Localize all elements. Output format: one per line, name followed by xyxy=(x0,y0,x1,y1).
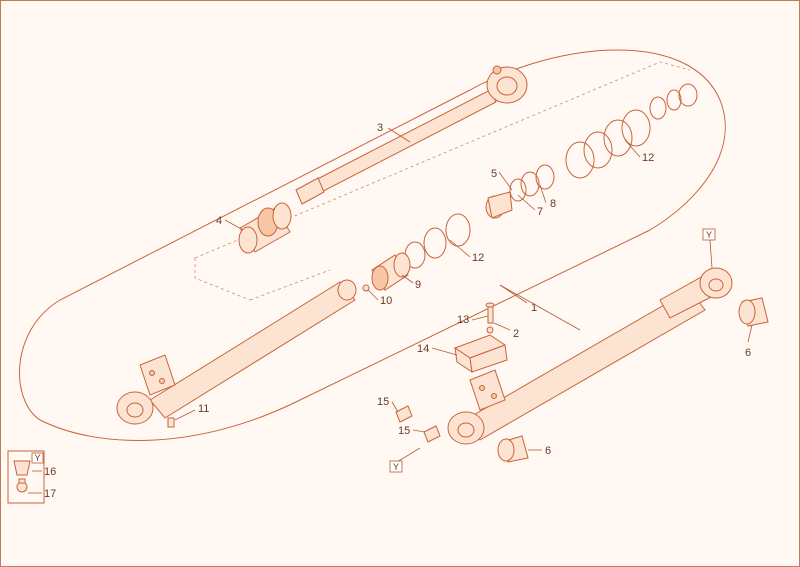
callout-14: 14 xyxy=(417,343,429,355)
callout-2: 2 xyxy=(513,328,519,340)
piston-nut xyxy=(371,252,411,291)
callout-1: 1 xyxy=(531,302,537,314)
cup-icon xyxy=(13,460,31,476)
callout-6-lower: 6 xyxy=(545,445,551,457)
view-marker-y-top: Y xyxy=(702,228,716,241)
gland-bushing xyxy=(485,164,555,219)
set-screw xyxy=(362,284,370,292)
piston-head xyxy=(238,202,292,254)
svg-text:Y: Y xyxy=(35,453,41,463)
callout-12-upper: 12 xyxy=(642,152,654,164)
callout-8: 8 xyxy=(550,198,556,210)
callout-4: 4 xyxy=(216,215,222,227)
callout-12-lower: 12 xyxy=(472,252,484,264)
bushing-6-right xyxy=(738,297,769,327)
cylinder-assembled-right xyxy=(447,267,733,445)
leader-lines xyxy=(28,127,753,494)
callout-10: 10 xyxy=(380,295,392,307)
callout-6-right: 6 xyxy=(745,347,751,359)
seal-rings-lower xyxy=(404,213,471,269)
callout-13: 13 xyxy=(457,314,469,326)
seal-rings-upper xyxy=(565,83,698,179)
fitting-15-lower xyxy=(423,425,441,443)
callout-15-lower: 15 xyxy=(398,425,410,437)
callout-11: 11 xyxy=(198,403,209,415)
callout-15-upper: 15 xyxy=(377,396,389,408)
bushing-6-lower xyxy=(497,435,529,463)
view-marker-y-legend: Y xyxy=(31,452,44,464)
callout-16: 16 xyxy=(44,466,56,478)
callout-3: 3 xyxy=(377,122,383,134)
assembly-group-outline xyxy=(19,49,726,441)
svg-text:Y: Y xyxy=(393,462,399,472)
legend-box xyxy=(7,450,45,504)
grease-nipple-11 xyxy=(167,417,175,428)
view-marker-y-bottom: Y xyxy=(389,460,403,473)
ball-fitting-icon xyxy=(16,478,28,493)
callout-17: 17 xyxy=(44,488,56,500)
bolt-13 xyxy=(485,302,495,334)
svg-text:Y: Y xyxy=(706,230,712,240)
fitting-15-upper xyxy=(395,405,413,423)
callout-5: 5 xyxy=(491,168,497,180)
exploded-axis-line xyxy=(194,61,691,301)
callout-7: 7 xyxy=(537,206,543,218)
callout-9: 9 xyxy=(415,279,421,291)
piston-rod xyxy=(295,65,528,205)
cylinder-barrel-left xyxy=(116,279,357,425)
mounting-bracket xyxy=(453,334,508,374)
